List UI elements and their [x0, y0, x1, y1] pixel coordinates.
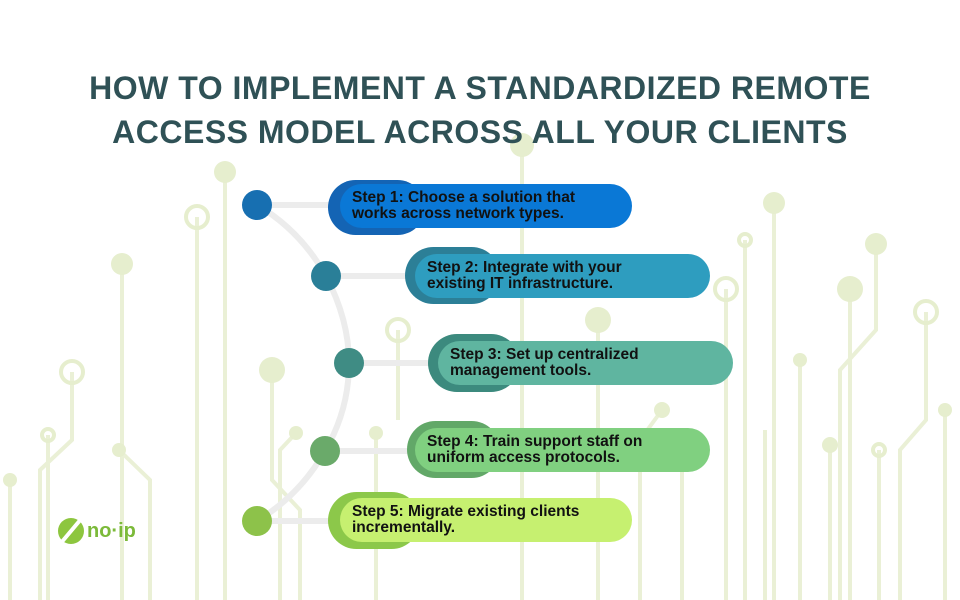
step-4-text: Step 4: Train support staff on uniform a… — [427, 434, 642, 466]
title-line-1: HOW TO IMPLEMENT A STANDARDIZED REMOTE — [89, 70, 871, 106]
page-title: HOW TO IMPLEMENT A STANDARDIZED REMOTE A… — [0, 66, 960, 154]
step-1-text: Step 1: Choose a solution that works acr… — [352, 190, 575, 222]
step-2-marker — [311, 261, 341, 291]
step-5-line-2: incrementally. — [352, 519, 456, 536]
step-4-line-2: uniform access protocols. — [427, 449, 620, 466]
step-4-line-1: Step 4: Train support staff on — [427, 433, 643, 450]
step-5-line-1: Step 5: Migrate existing clients — [352, 503, 580, 520]
step-4-marker — [310, 436, 340, 466]
step-5-text: Step 5: Migrate existing clients increme… — [352, 504, 579, 536]
step-2-text: Step 2: Integrate with your existing IT … — [427, 260, 622, 292]
step-3-text: Step 3: Set up centralized management to… — [450, 347, 639, 379]
step-1-line-1: Step 1: Choose a solution that — [352, 189, 576, 206]
step-3-pill — [438, 341, 733, 385]
noip-logo-icon — [58, 518, 84, 544]
step-2-line-2: existing IT infrastructure. — [427, 275, 614, 292]
step-3-line-2: management tools. — [450, 362, 592, 379]
step-1-marker — [242, 190, 272, 220]
step-2-line-1: Step 2: Integrate with your — [427, 259, 622, 276]
step-3-marker — [334, 348, 364, 378]
step-5-marker — [242, 506, 272, 536]
step-5-pill — [340, 498, 632, 542]
step-1-pill — [340, 184, 632, 228]
step-4-pill — [415, 428, 710, 472]
logo-text: no·ip — [87, 519, 136, 542]
noip-logo: no·ip — [58, 518, 136, 544]
title-line-2: ACCESS MODEL ACROSS ALL YOUR CLIENTS — [112, 114, 848, 150]
step-3-line-1: Step 3: Set up centralized — [450, 346, 639, 363]
step-2-pill — [415, 254, 710, 298]
step-1-line-2: works across network types. — [352, 205, 564, 222]
